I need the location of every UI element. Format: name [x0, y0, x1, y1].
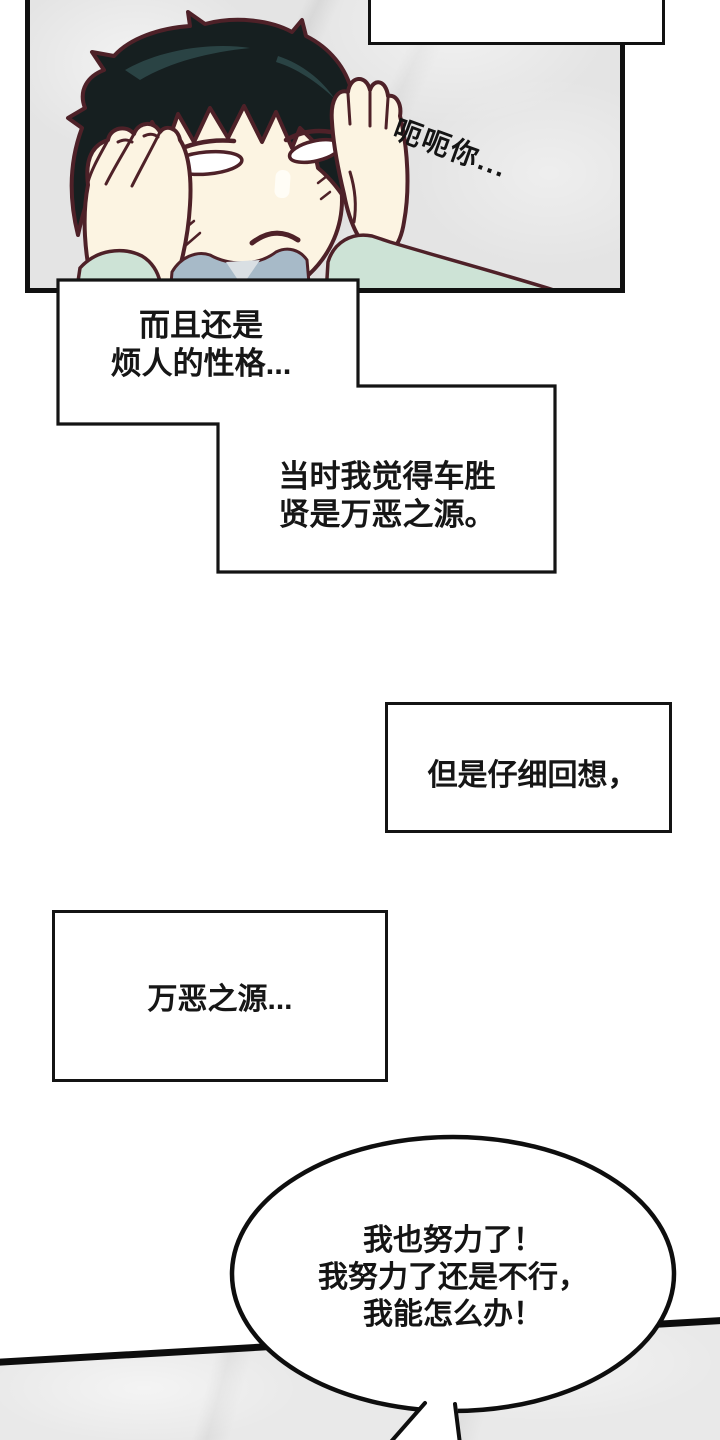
- speech-bubble: [229, 1134, 677, 1440]
- caption-box-group: [56, 278, 557, 574]
- hair-shine: [125, 46, 250, 80]
- comic-panel: 呃呃你...: [25, 0, 625, 293]
- right-hand-finger-lines: [346, 90, 390, 224]
- bubble-line: 我能怎么办！: [363, 1298, 543, 1331]
- speech-bubble-tail-edge: [453, 1402, 462, 1440]
- caption-line: 烦人的性格...: [110, 346, 292, 381]
- caption-line: 贤是万恶之源。: [278, 497, 496, 532]
- caption-box-1: 而且还是 烦人的性格...: [55, 307, 347, 383]
- top-right-blank-box: [368, 0, 665, 45]
- caption-box-outline: [56, 278, 557, 574]
- left-hand-finger-lines: [86, 130, 162, 188]
- caption-box-2: 当时我觉得车胜 贤是万恶之源。: [227, 458, 547, 534]
- caption-box-4: 万恶之源...: [52, 910, 388, 1082]
- caption-line: 当时我觉得车胜: [278, 459, 496, 494]
- bubble-line: 我也努力了！: [363, 1224, 543, 1257]
- hair-shine: [276, 56, 334, 98]
- left-hand: [82, 122, 193, 288]
- speech-bubble-tail-edge: [389, 1401, 427, 1440]
- character-illustration: [66, 10, 554, 288]
- speech-bubble-text: 我也努力了！ 我努力了还是不行， 我能怎么办！: [293, 1222, 613, 1333]
- caption-line: 而且还是: [139, 308, 263, 343]
- collar-inner: [226, 260, 260, 286]
- nose-shine: [274, 170, 291, 199]
- caption-box-3: 但是仔细回想，: [385, 702, 672, 833]
- bubble-line: 我努力了还是不行，: [318, 1261, 588, 1294]
- right-sleeve: [324, 233, 554, 288]
- speech-bubble-tail: [391, 1398, 460, 1440]
- caption-line: 万恶之源...: [147, 983, 293, 1016]
- caption-line: 但是仔细回想，: [427, 758, 638, 792]
- right-eyebrow: [283, 128, 334, 143]
- frown-mouth: [249, 230, 301, 246]
